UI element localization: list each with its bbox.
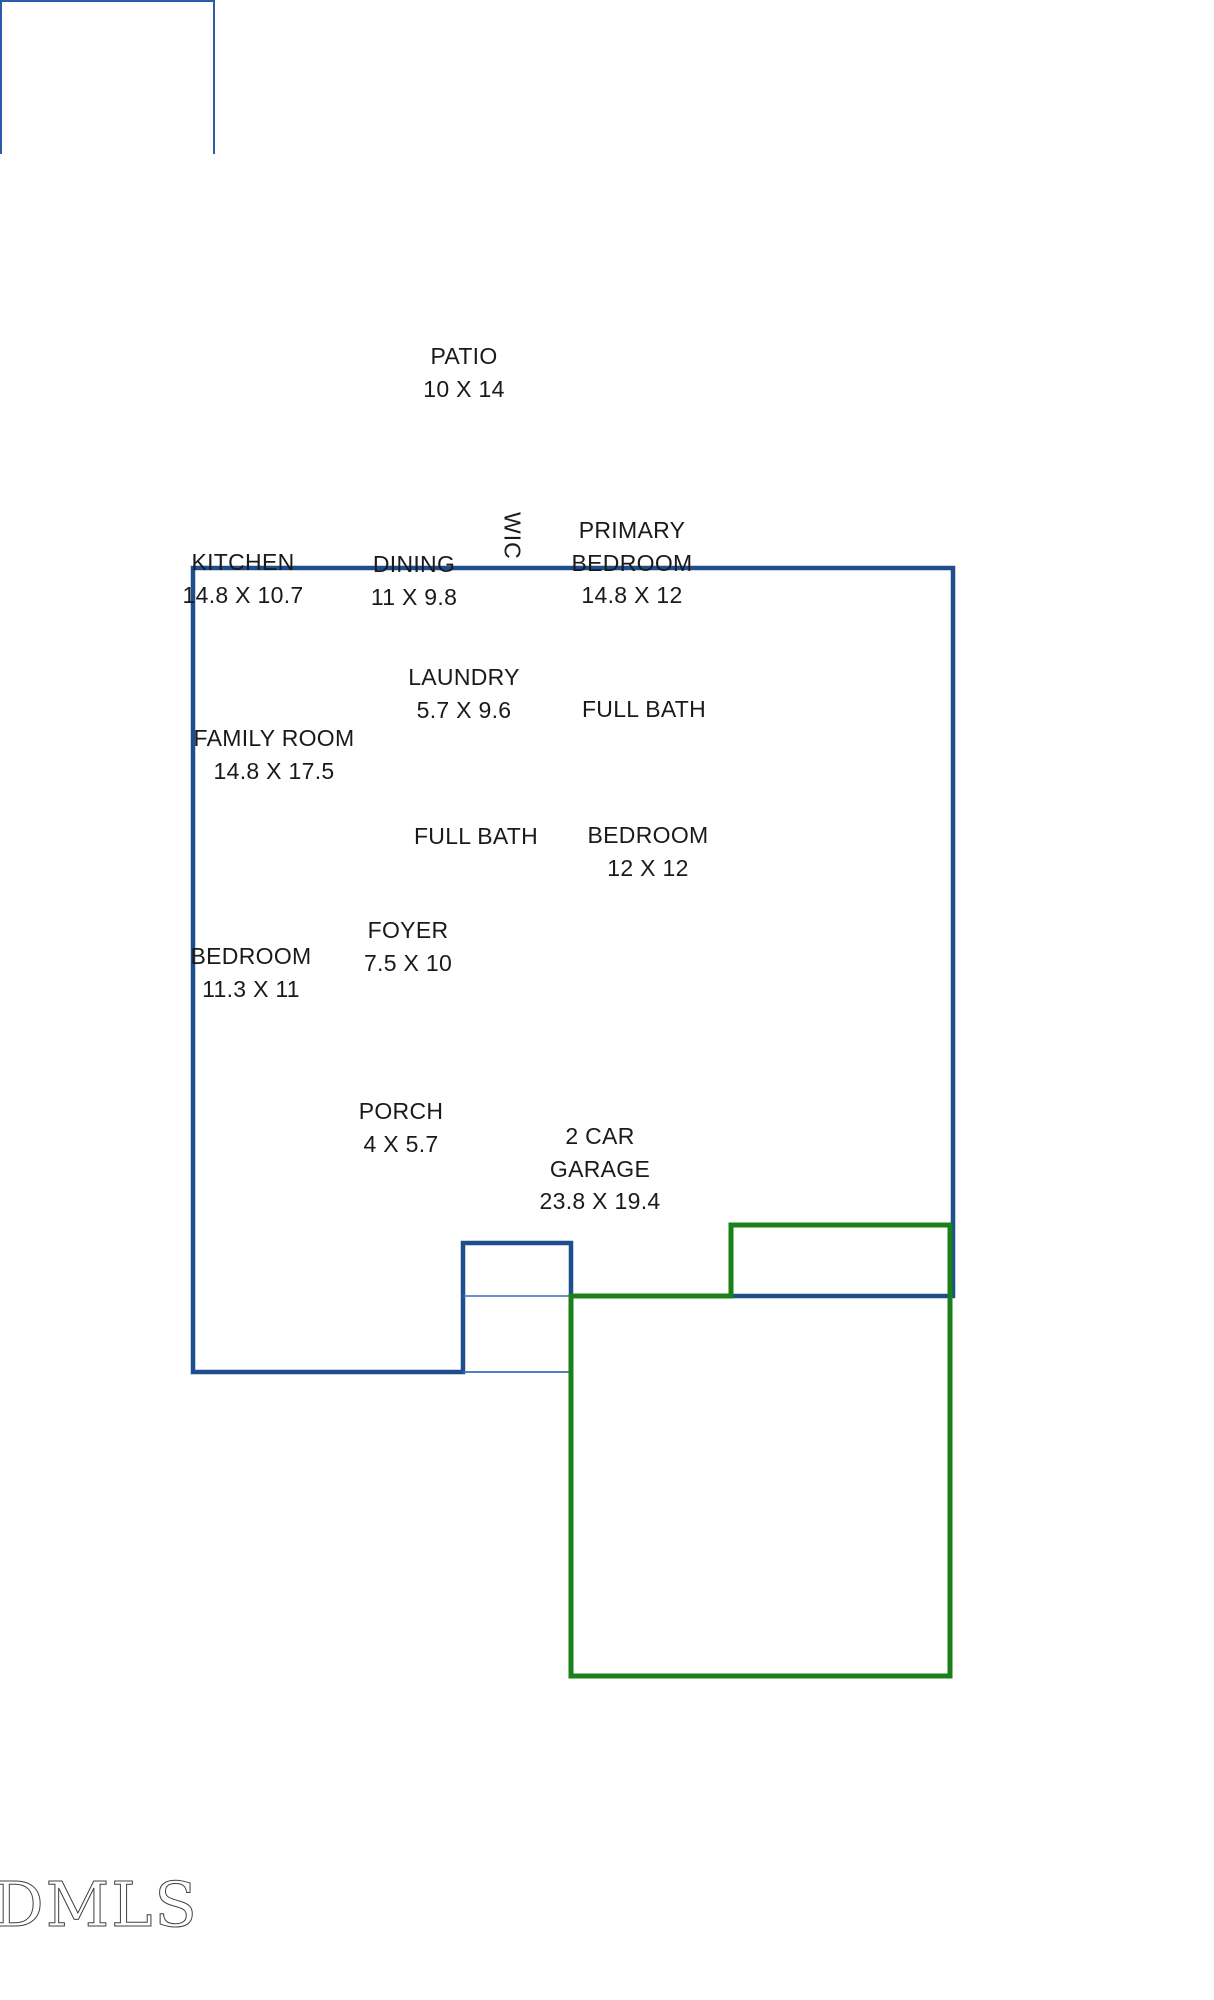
wic-name: WIC	[499, 512, 526, 560]
bedroom-right-name: BEDROOM	[587, 822, 709, 848]
room-label-kitchen: KITCHEN 14.8 X 10.7	[183, 546, 304, 611]
garage-outline	[568, 1222, 953, 1679]
bedroom-right-dims: 12 X 12	[607, 854, 689, 881]
primary-bedroom-name-line2: BEDROOM	[571, 549, 693, 576]
room-label-full-bath-upper: FULL BATH	[582, 693, 706, 726]
primary-bedroom-name-line1: PRIMARY	[578, 517, 686, 543]
bedroom-left-dims: 11.3 X 11	[202, 975, 300, 1002]
room-label-wic: WIC	[496, 512, 529, 560]
kitchen-name: KITCHEN	[191, 549, 295, 575]
room-label-dining: DINING 11 X 9.8	[371, 548, 457, 613]
garage-name-line2: GARAGE	[549, 1155, 651, 1182]
dmls-watermark: DMLS	[0, 1868, 199, 1942]
room-label-garage: 2 CAR GARAGE 23.8 X 19.4	[540, 1120, 661, 1218]
patio-dims: 10 X 14	[423, 375, 505, 402]
porch-dims: 4 X 5.7	[363, 1130, 439, 1157]
patio-outline	[0, 0, 215, 154]
full-bath-lower-name: FULL BATH	[413, 823, 539, 849]
laundry-name: LAUNDRY	[408, 664, 520, 690]
garage-name-line1: 2 CAR	[565, 1123, 635, 1149]
full-bath-upper-name: FULL BATH	[581, 696, 707, 722]
room-label-bedroom-right: BEDROOM 12 X 12	[588, 819, 709, 884]
foyer-name: FOYER	[367, 917, 449, 943]
patio-name: PATIO	[430, 343, 498, 369]
foyer-dims: 7.5 X 10	[363, 949, 453, 976]
room-label-full-bath-lower: FULL BATH	[414, 820, 538, 853]
kitchen-dims: 14.8 X 10.7	[182, 581, 304, 608]
bedroom-left-name: BEDROOM	[190, 943, 312, 969]
room-label-porch: PORCH 4 X 5.7	[359, 1095, 444, 1160]
room-label-laundry: LAUNDRY 5.7 X 9.6	[408, 661, 520, 726]
room-label-patio: PATIO 10 X 14	[423, 340, 504, 405]
porch-outline	[463, 1295, 572, 1373]
room-label-bedroom-left: BEDROOM 11.3 X 11	[191, 940, 312, 1005]
room-label-foyer: FOYER 7.5 X 10	[364, 914, 452, 979]
primary-bedroom-dims: 14.8 X 12	[581, 582, 683, 609]
room-label-primary-bedroom: PRIMARY BEDROOM 14.8 X 12	[572, 514, 693, 612]
dining-dims: 11 X 9.8	[370, 583, 458, 610]
porch-name: PORCH	[358, 1098, 444, 1124]
garage-dims: 23.8 X 19.4	[539, 1188, 661, 1215]
house-outline	[190, 565, 956, 1375]
family-room-name: FAMILY ROOM	[193, 725, 355, 751]
dining-name: DINING	[372, 551, 456, 577]
laundry-dims: 5.7 X 9.6	[416, 696, 512, 723]
room-label-family-room: FAMILY ROOM 14.8 X 17.5	[194, 722, 355, 787]
family-room-dims: 14.8 X 17.5	[213, 757, 335, 784]
